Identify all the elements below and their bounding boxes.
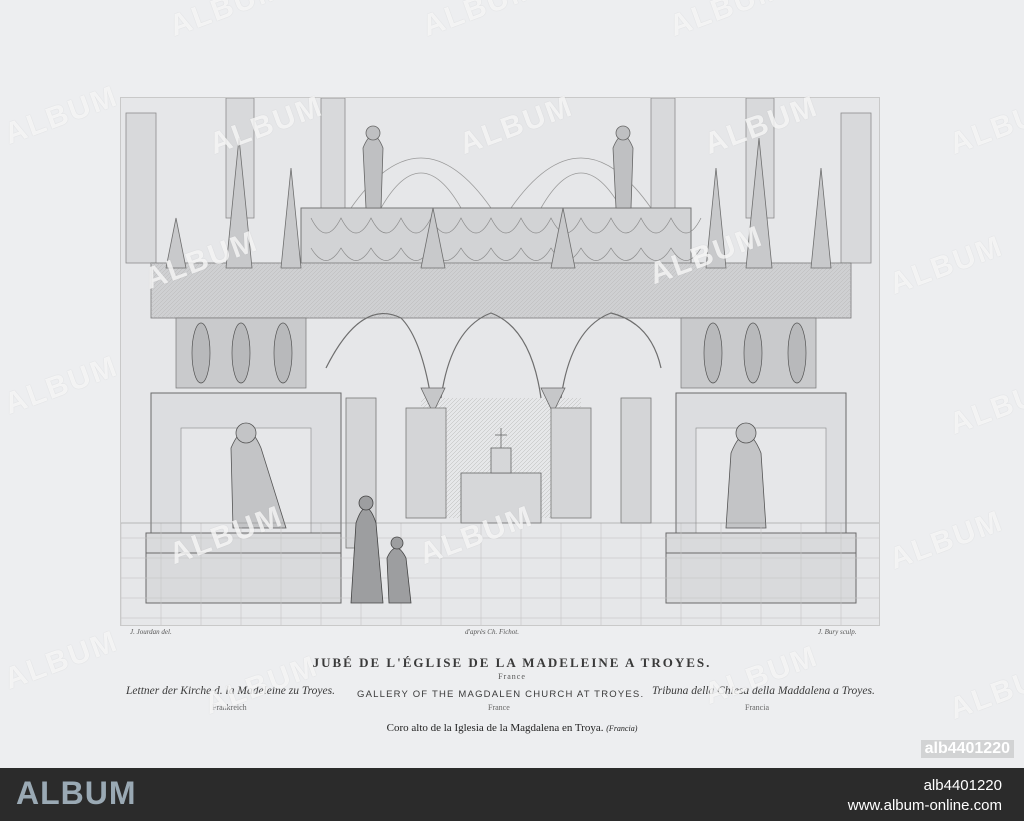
footer-bar xyxy=(0,768,1024,821)
watermark: ALBUM xyxy=(885,229,1008,302)
watermark-id: alb4401220 xyxy=(920,740,1014,758)
engraving-plate xyxy=(120,97,880,626)
footer-reference: alb4401220 www.album-online.com xyxy=(848,776,1002,816)
credit-engraver: J. Bury sculp. xyxy=(818,628,857,636)
caption-spanish: Coro alto de la Iglesia de la Magdalena … xyxy=(0,722,1024,734)
credit-after: d'après Ch. Fichot. xyxy=(465,628,519,636)
footer-brand-logo: ALBUM xyxy=(16,775,137,811)
caption-german-sub: Frankreich xyxy=(212,703,247,712)
caption-title-sub: France xyxy=(498,672,526,681)
caption-italian-sub: Francia xyxy=(745,703,769,712)
watermark: ALBUM xyxy=(418,0,541,44)
credit-draughtsman: J. Jourdan del. xyxy=(130,628,172,636)
print-sheet: J. Jourdan del. d'après Ch. Fichot. J. B… xyxy=(0,0,1024,768)
footer-image-id: alb4401220 xyxy=(923,777,1002,794)
rood-screen-engraving xyxy=(121,98,879,625)
caption-english: GALLERY OF THE MAGDALEN CHURCH AT TROYES… xyxy=(357,689,645,700)
watermark: ALBUM xyxy=(885,504,1008,577)
watermark: ALBUM xyxy=(165,0,288,44)
caption-spanish-sub: (Francia) xyxy=(606,724,638,733)
caption-title: JUBÉ DE L'ÉGLISE DE LA MADELEINE A TROYE… xyxy=(312,655,712,670)
watermark: ALBUM xyxy=(665,0,788,44)
footer-url[interactable]: www.album-online.com xyxy=(847,797,1002,814)
watermark: ALBUM xyxy=(0,79,123,152)
caption-english-sub: France xyxy=(488,703,510,712)
caption-italian: Tribuna della Chiesa della Maddalena a T… xyxy=(652,685,875,697)
watermark: ALBUM xyxy=(945,369,1024,442)
caption-german: Lettner der Kirche d. la Madeleine zu Tr… xyxy=(126,685,335,697)
caption-spanish-text: Coro alto de la Iglesia de la Magdalena … xyxy=(386,722,604,734)
watermark: ALBUM xyxy=(0,349,123,422)
watermark: ALBUM xyxy=(945,89,1024,162)
